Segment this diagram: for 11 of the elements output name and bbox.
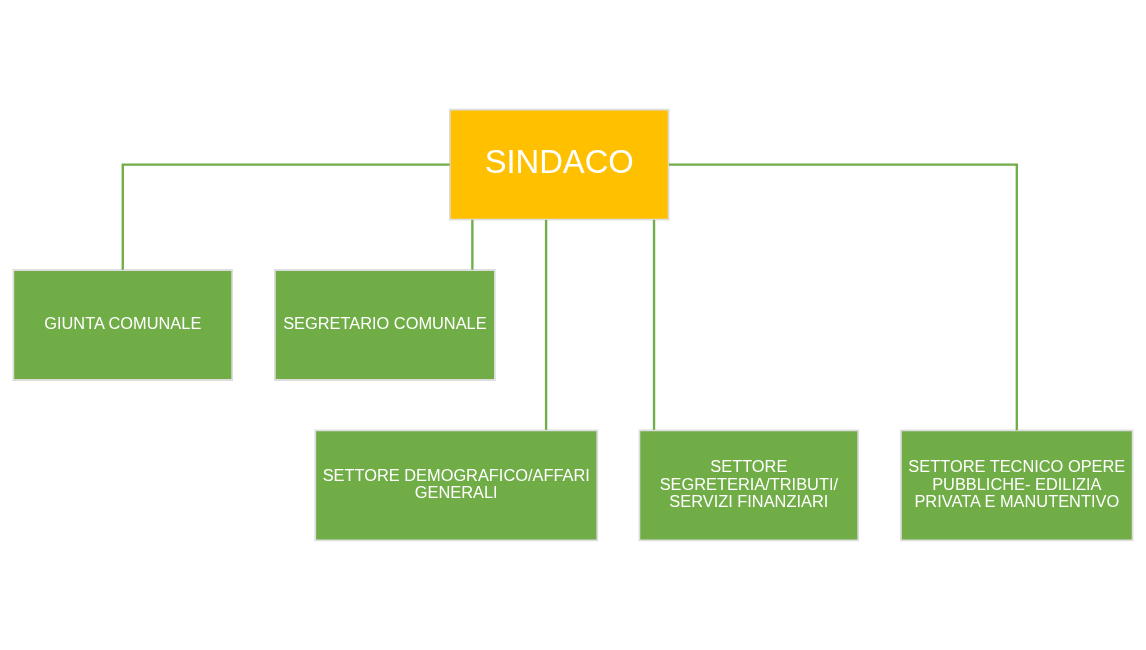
node-box: SINDACO xyxy=(448,108,670,221)
connector xyxy=(668,163,1018,431)
connector xyxy=(544,219,548,430)
node-box: SETTORE TECNICO OPERE PUBBLICHE- EDILIZIA PRIVATA E MANUTENTIVO xyxy=(900,429,1134,542)
connector xyxy=(471,219,474,270)
connector xyxy=(121,163,450,270)
node-box: SETTORE DEMOGRAFICO/AFFARI GENERALI xyxy=(314,429,599,542)
connector xyxy=(652,219,656,430)
node-box: SEGRETARIO COMUNALE xyxy=(274,269,496,381)
node-box: GIUNTA COMUNALE xyxy=(12,269,234,381)
node-box: SETTORE SEGRETERIA/TRIBUTI/ SERVIZI FINANZIARI xyxy=(638,429,860,542)
